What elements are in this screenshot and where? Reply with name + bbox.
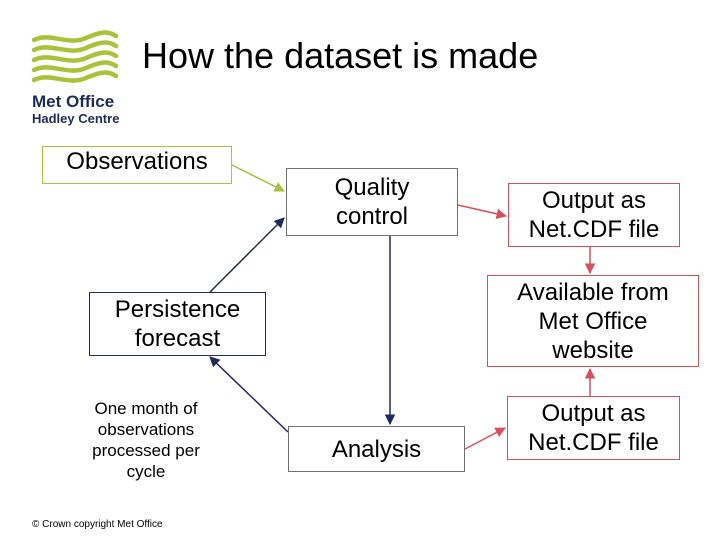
arrow-persistence-to-quality <box>209 217 285 293</box>
observations-box: Observations <box>42 146 232 184</box>
note-line3: processed per <box>92 441 200 460</box>
page-title: How the dataset is made <box>142 35 539 76</box>
analysis-box: Analysis <box>288 426 465 472</box>
output-netcdf-bottom-line2: Net.CDF file <box>528 429 659 456</box>
note-line1: One month of <box>94 399 198 418</box>
output-netcdf-bottom-line1: Output as <box>541 400 646 427</box>
arrow-observations-to-quality <box>231 164 285 192</box>
available-website-box: Available from Met Office website <box>487 275 699 367</box>
logo-text-line2: Hadley Centre <box>32 111 119 126</box>
met-office-logo: Met Office Hadley Centre <box>31 30 119 126</box>
copyright-notice: © Crown copyright Met Office <box>32 519 163 530</box>
output-netcdf-box-bottom: Output as Net.CDF file <box>507 396 680 460</box>
output-netcdf-top-line2: Net.CDF file <box>528 216 660 243</box>
logo-text-line1: Met Office <box>32 92 114 111</box>
observations-label: Observations <box>66 148 208 175</box>
quality-control-label-line1: Quality <box>334 174 410 201</box>
quality-control-box: Quality control <box>286 168 458 236</box>
note-line2: observations <box>97 420 195 439</box>
persistence-label-line2: forecast <box>134 325 221 352</box>
available-label-line1: Available from <box>517 278 669 306</box>
persistence-forecast-box: Persistence forecast <box>89 292 266 356</box>
output-netcdf-box-top: Output as Net.CDF file <box>508 183 680 247</box>
note-line4: cycle <box>126 462 166 481</box>
cycle-note: One month of observations processed per … <box>70 398 222 482</box>
available-label-line3: website <box>552 336 634 364</box>
output-netcdf-top-line1: Output as <box>541 187 647 214</box>
analysis-label: Analysis <box>331 435 422 463</box>
arrow-analysis-to-output2 <box>464 427 506 450</box>
persistence-label-line1: Persistence <box>114 296 241 323</box>
quality-control-label-line2: control <box>335 203 409 230</box>
available-label-line2: Met Office <box>538 307 648 335</box>
arrow-quality-to-output1 <box>457 204 508 220</box>
